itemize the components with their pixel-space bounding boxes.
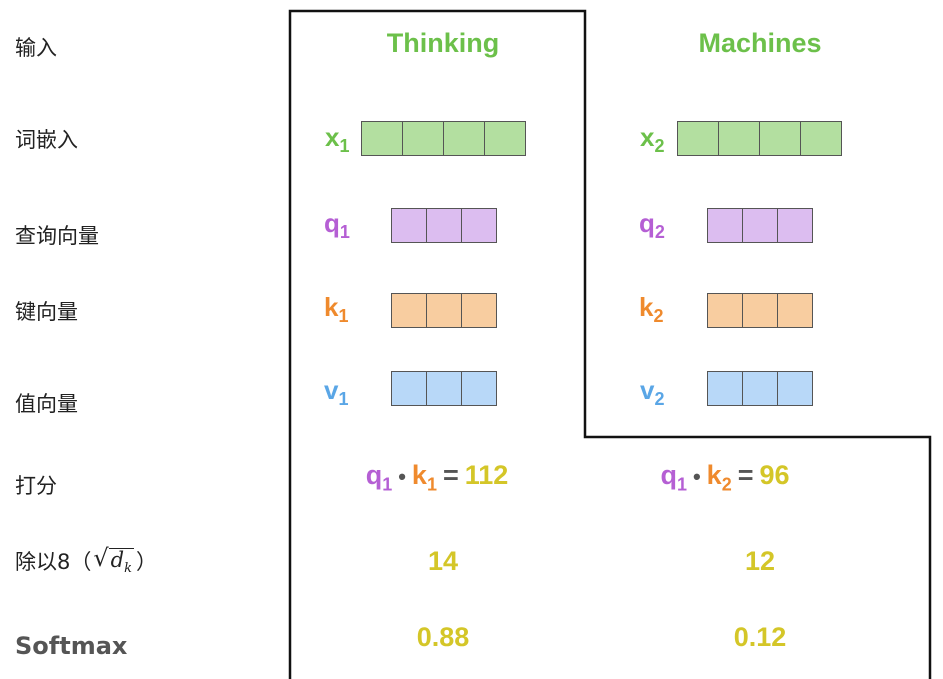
sqrt-variable: d xyxy=(110,548,125,572)
k2-label: k2 xyxy=(639,292,664,327)
q1-cell xyxy=(391,208,427,243)
row-label-query: 查询向量 xyxy=(15,224,99,248)
x2-label: x2 xyxy=(640,122,665,157)
k2-cell xyxy=(742,293,778,328)
q2-cell xyxy=(707,208,743,243)
q1-cell xyxy=(461,208,497,243)
x1-cell xyxy=(402,121,444,156)
k1-key-vector xyxy=(391,293,497,328)
row-label-key: 键向量 xyxy=(15,300,78,324)
k2-cell xyxy=(707,293,743,328)
v1-cell xyxy=(426,371,462,406)
v1-cell xyxy=(461,371,497,406)
sqrt-subscript: k xyxy=(124,561,133,577)
k1-cell xyxy=(426,293,462,328)
v1-label: v1 xyxy=(324,375,349,410)
row-label-input: 输入 xyxy=(15,36,57,60)
q2-cell xyxy=(742,208,778,243)
score-value-machines: 96 xyxy=(759,460,790,490)
q1-query-vector xyxy=(391,208,497,243)
q1-label: q1 xyxy=(324,208,350,243)
k1-cell xyxy=(391,293,427,328)
k2-key-vector xyxy=(707,293,813,328)
x2-cell xyxy=(800,121,842,156)
score-equation-machines: q1•k2=96 xyxy=(660,460,790,495)
divided-value-machines: 12 xyxy=(744,546,776,576)
x2-cell xyxy=(718,121,760,156)
q2-query-vector xyxy=(707,208,813,243)
x2-embedding-vector xyxy=(677,121,842,156)
x1-embedding-vector xyxy=(361,121,526,156)
v1-value-vector xyxy=(391,371,497,406)
x1-cell xyxy=(443,121,485,156)
row-label-embedding: 词嵌入 xyxy=(15,128,78,152)
x1-cell xyxy=(361,121,403,156)
word-title-machines: Machines xyxy=(698,28,822,58)
softmax-value-machines: 0.12 xyxy=(733,622,787,652)
divide-prefix: 除以8（ xyxy=(15,550,92,575)
k2-cell xyxy=(777,293,813,328)
row-label-value: 值向量 xyxy=(15,392,78,416)
q2-cell xyxy=(777,208,813,243)
sqrt-dk-formula: √ dk xyxy=(93,544,135,577)
softmax-value-thinking: 0.88 xyxy=(416,622,470,652)
x2-cell xyxy=(759,121,801,156)
q1-cell xyxy=(426,208,462,243)
v2-label: v2 xyxy=(640,375,665,410)
v2-cell xyxy=(777,371,813,406)
divide-suffix: ） xyxy=(136,550,158,575)
x1-label: x1 xyxy=(325,122,350,157)
k1-label: k1 xyxy=(324,292,349,327)
v2-cell xyxy=(707,371,743,406)
row-label-divide: 除以8（ √ dk ） xyxy=(15,546,157,576)
row-label-softmax: Softmax xyxy=(15,632,128,660)
divided-value-thinking: 14 xyxy=(427,546,459,576)
v2-value-vector xyxy=(707,371,813,406)
k1-cell xyxy=(461,293,497,328)
word-title-thinking: Thinking xyxy=(386,28,500,58)
q2-label: q2 xyxy=(639,208,665,243)
score-value-thinking: 112 xyxy=(464,460,509,490)
v1-cell xyxy=(391,371,427,406)
x1-cell xyxy=(484,121,526,156)
row-label-score: 打分 xyxy=(15,474,57,498)
score-equation-thinking: q1•k1=112 xyxy=(365,460,509,495)
x2-cell xyxy=(677,121,719,156)
v2-cell xyxy=(742,371,778,406)
